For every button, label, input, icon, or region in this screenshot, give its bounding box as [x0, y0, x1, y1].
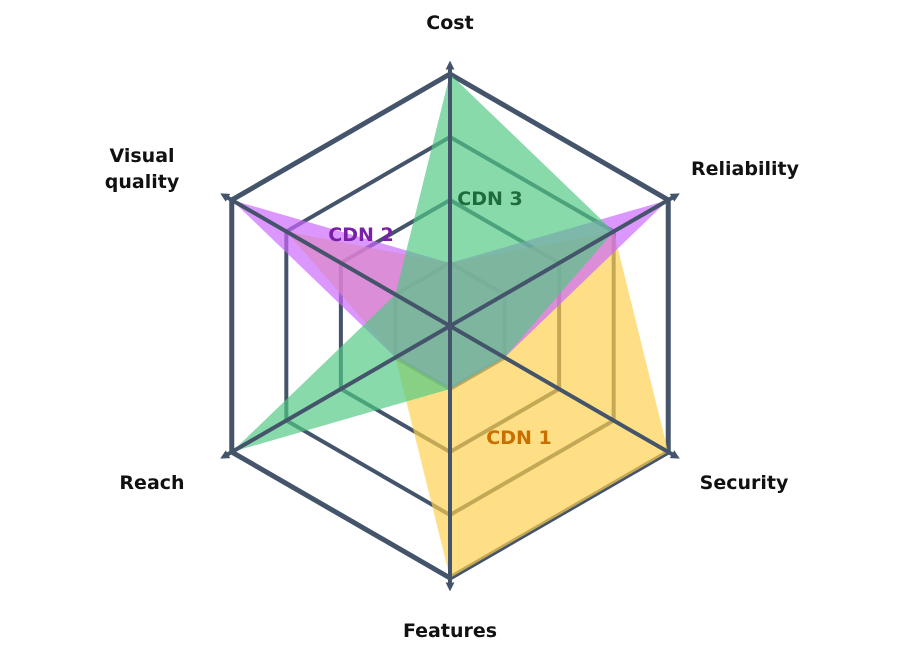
radar-axes: [220, 60, 680, 592]
series-label-cdn-3: CDN 3: [457, 188, 522, 210]
axis-visual-quality: [220, 193, 452, 328]
axis-label-features: Features: [403, 620, 497, 642]
axis-security: [449, 324, 680, 459]
axis-label-reliability: Reliability: [691, 158, 800, 180]
axis-reach: [220, 324, 452, 459]
axis-label-security: Security: [700, 472, 789, 494]
axis-label-cost: Cost: [426, 12, 473, 34]
axis-label-reach: Reach: [119, 472, 184, 494]
series-area-cdn-3: [231, 74, 614, 452]
series-label-cdn-2: CDN 2: [328, 224, 393, 246]
series-label-cdn-1: CDN 1: [486, 427, 551, 449]
series-labels: CDN 1 CDN 2 CDN 3: [328, 188, 551, 449]
axis-reliability: [449, 193, 680, 328]
